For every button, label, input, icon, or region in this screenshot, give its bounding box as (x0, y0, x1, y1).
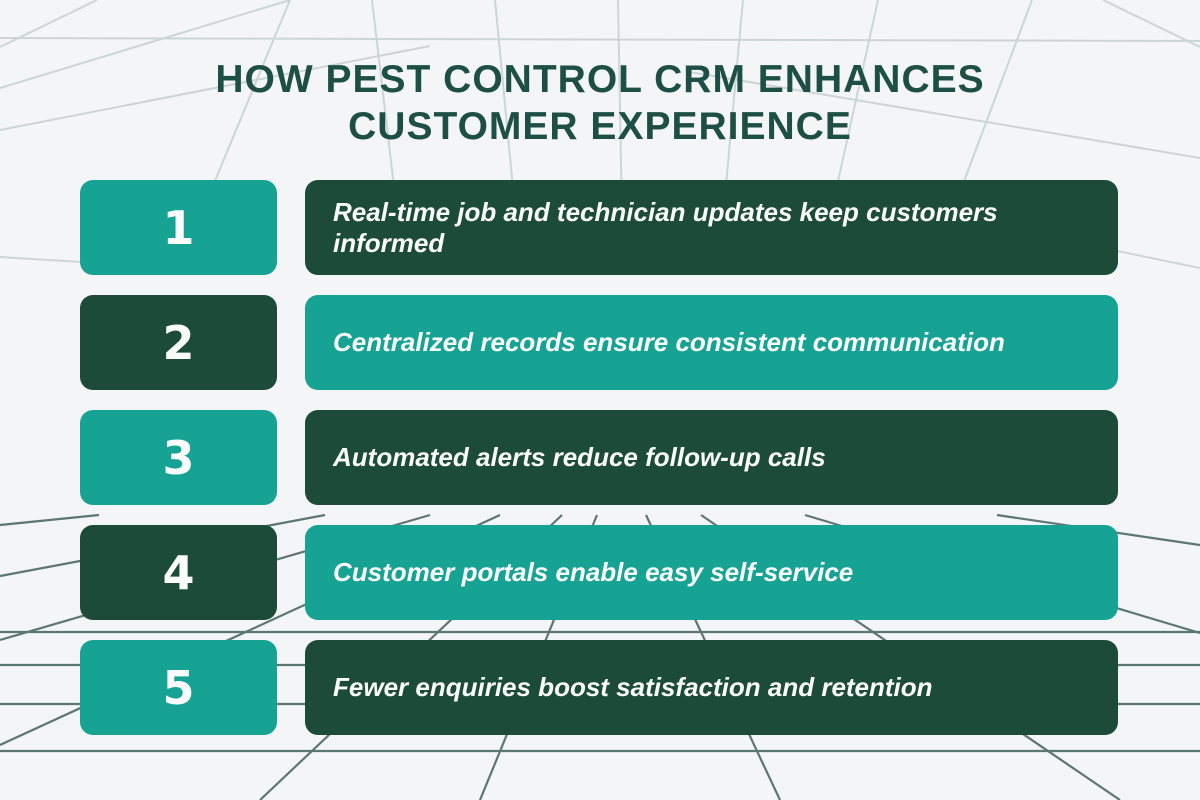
list-item-4: 4 Customer portals enable easy self-serv… (80, 525, 1118, 620)
step-text-bar: Centralized records ensure consistent co… (305, 295, 1118, 390)
step-number-badge: 4 (80, 525, 277, 620)
step-text: Centralized records ensure consistent co… (333, 327, 1005, 357)
list-item-3: 3 Automated alerts reduce follow-up call… (80, 410, 1118, 505)
step-text-bar: Automated alerts reduce follow-up calls (305, 410, 1118, 505)
list-item-2: 2 Centralized records ensure consistent … (80, 295, 1118, 390)
step-text-bar: Real-time job and technician updates kee… (305, 180, 1118, 275)
step-text-bar: Fewer enquiries boost satisfaction and r… (305, 640, 1118, 735)
page-title-line2: CUSTOMER EXPERIENCE (348, 105, 852, 148)
step-text: Customer portals enable easy self-servic… (333, 557, 854, 587)
step-text: Automated alerts reduce follow-up calls (333, 442, 826, 472)
list-item-1: 1 Real-time job and technician updates k… (80, 180, 1118, 275)
page-title-line1: HOW PEST CONTROL CRM ENHANCES (215, 58, 985, 101)
step-number-badge: 2 (80, 295, 277, 390)
step-text-bar: Customer portals enable easy self-servic… (305, 525, 1118, 620)
step-number-badge: 5 (80, 640, 277, 735)
step-text: Real-time job and technician updates kee… (333, 196, 998, 258)
step-number-badge: 3 (80, 410, 277, 505)
list-item-5: 5 Fewer enquiries boost satisfaction and… (80, 640, 1118, 735)
step-text: Fewer enquiries boost satisfaction and r… (333, 672, 933, 702)
step-number-badge: 1 (80, 180, 277, 275)
